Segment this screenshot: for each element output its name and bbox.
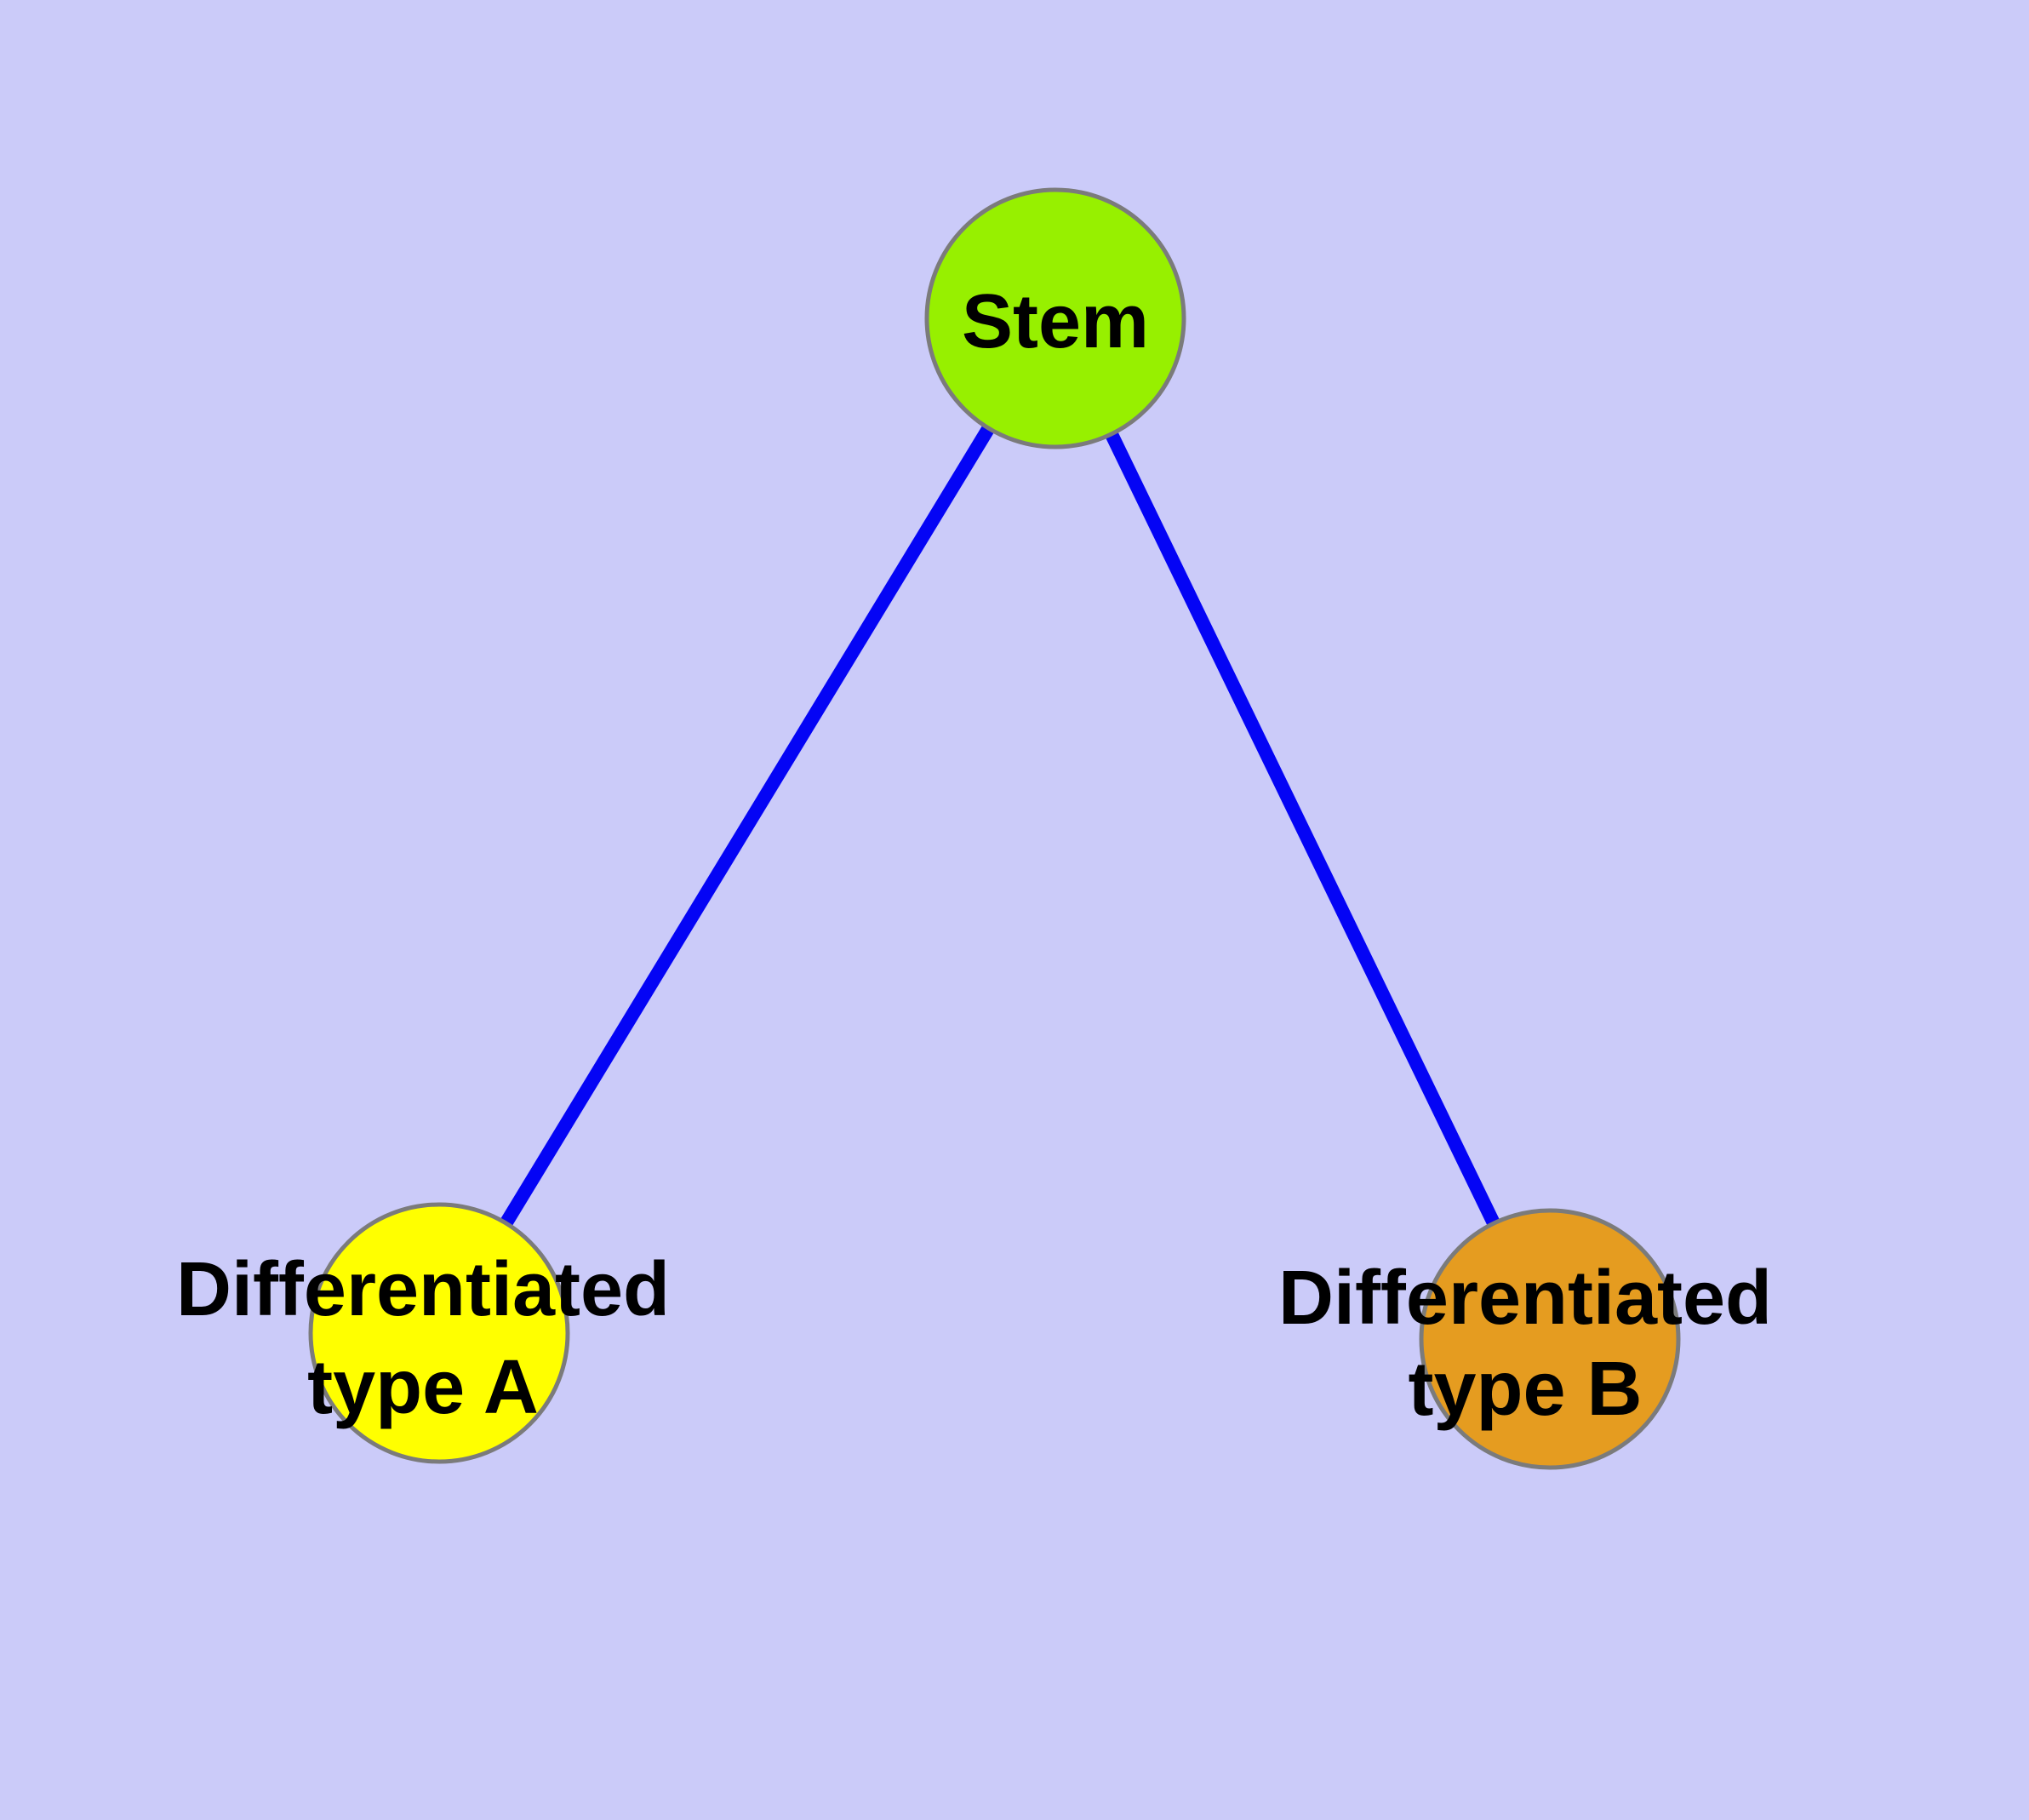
edge-stem-to-differentiated-type-a: [433, 314, 1061, 1337]
node-differentiated-type-a-label-line-1: Differentiated: [176, 1247, 670, 1332]
node-differentiated-type-b-label-line-1: Differentiated: [1278, 1256, 1772, 1341]
node-differentiated-type-a: [308, 1202, 570, 1464]
edge-stem-to-differentiated-type-b: [1049, 315, 1557, 1342]
node-differentiated-type-b-label-line-2: type B: [1408, 1347, 1642, 1432]
node-stem-label-line-1: Stem: [962, 279, 1149, 364]
node-stem: [924, 187, 1186, 449]
node-differentiated-type-a-label-line-2: type A: [307, 1345, 539, 1430]
node-differentiated-type-b: [1419, 1208, 1681, 1470]
